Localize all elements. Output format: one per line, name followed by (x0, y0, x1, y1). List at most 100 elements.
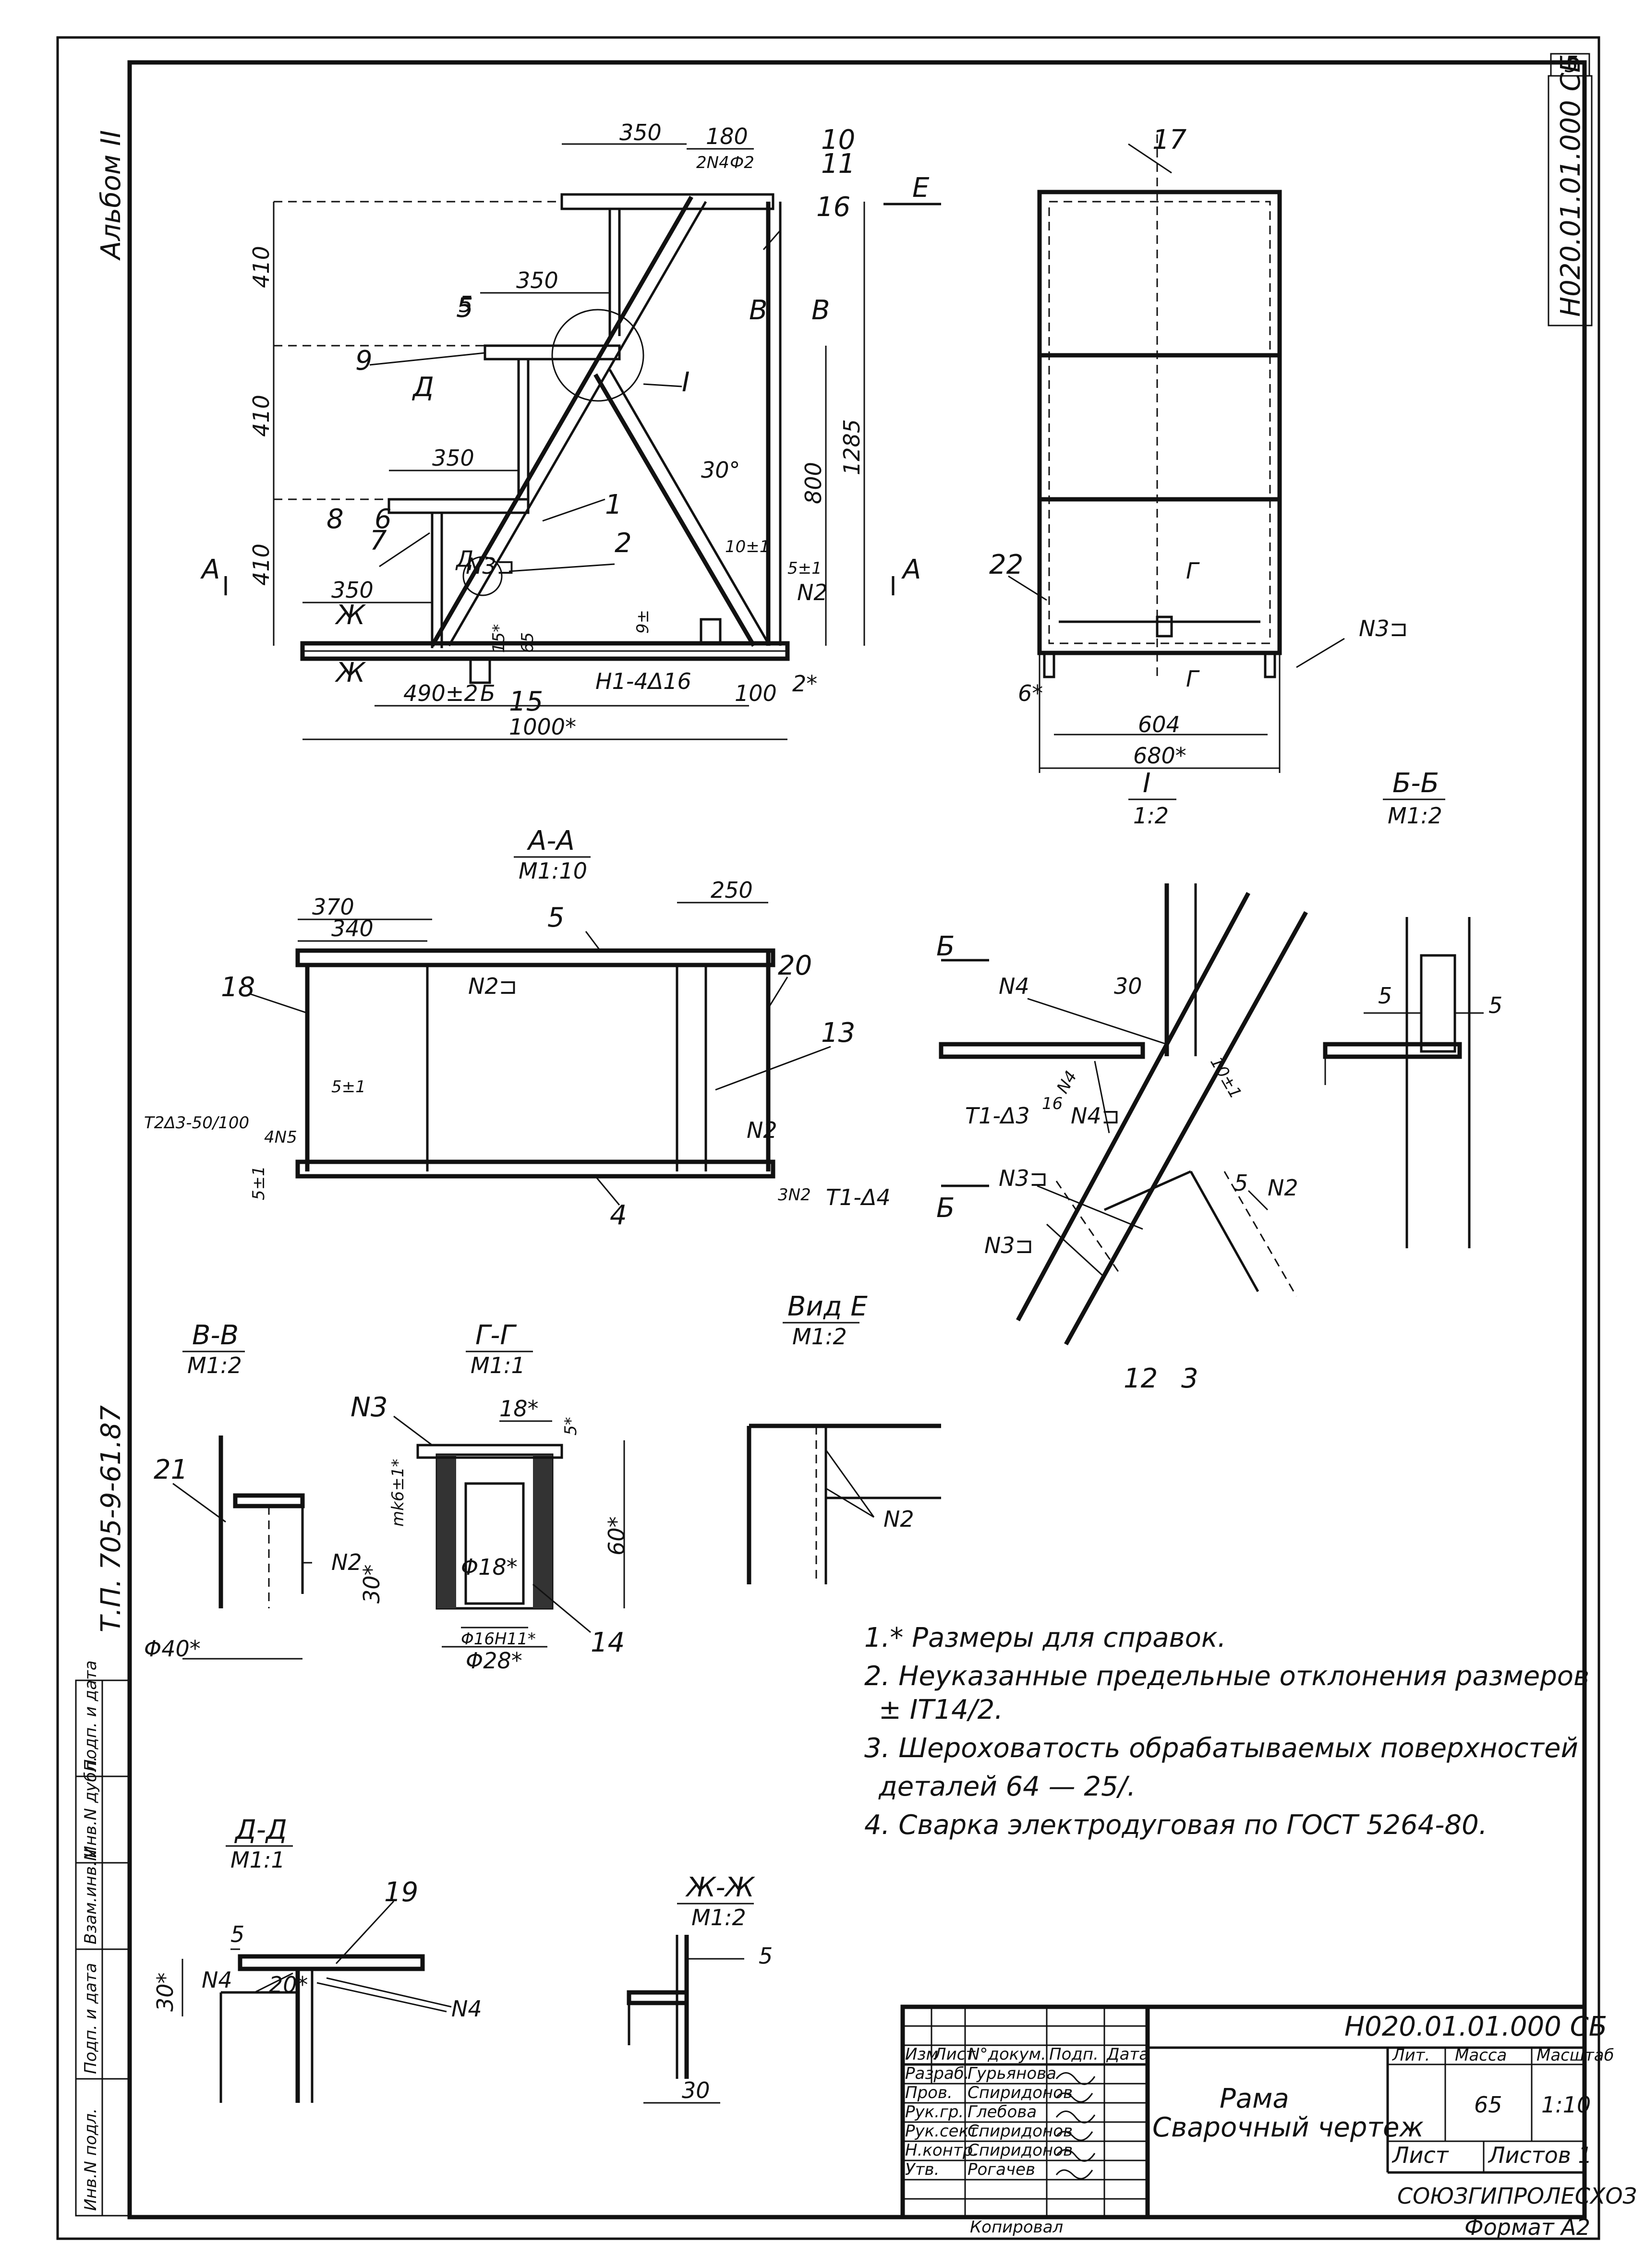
front-label-g-1: Г (1186, 558, 1200, 584)
label-i: I (682, 367, 690, 398)
i-dim-30: 30 (1114, 973, 1142, 999)
front-part-17: 17 (1152, 124, 1187, 156)
aa-part-13: 13 (821, 1017, 855, 1049)
gg-dim-mk6: mk6±1* (388, 1459, 408, 1527)
gg-dim-phi18: Φ18* (461, 1554, 518, 1580)
vv-part-21: 21 (154, 1454, 188, 1485)
i-dim-5: 5 (1234, 1170, 1248, 1196)
part-11: 11 (821, 148, 855, 180)
title-block: Н020.01.01.000 СБ Рама Сварочный чертеж … (900, 2004, 1637, 2220)
tb-role-5: Утв. (905, 2160, 939, 2179)
part-9: 9 (355, 345, 373, 376)
aa-weld-t2: T2Δ3-50/100 (144, 1113, 249, 1133)
tb-h-doc: N°докум. (968, 2045, 1046, 2064)
view-i-scale: 1:2 (1133, 803, 1169, 829)
dim-1285: 1285 (839, 419, 865, 475)
aa-part-18: 18 (221, 972, 255, 1003)
outer-frame (56, 36, 1600, 2240)
strip-label-1: Инв.N подл. (81, 2108, 100, 2211)
view-aa-title: А-А (527, 825, 575, 857)
main-view-parts: 1 2 5 6 7 8 9 10 11 15 16 (327, 124, 855, 717)
aa-dim-250: 250 (711, 877, 753, 903)
i-part-3: 3 (1181, 1363, 1198, 1394)
side-code-box (1548, 75, 1593, 326)
gg-dim-30: 30* (359, 1564, 385, 1604)
tb-name-0: Гурьянова (968, 2064, 1056, 2083)
view-e-scale: М1:2 (792, 1324, 847, 1350)
i-label-b-2: Б (936, 1193, 955, 1224)
aa-dim-5-1-b: 5±1 (249, 1166, 268, 1200)
weld-f2: Ф2 (730, 153, 754, 172)
dim-350-mid: 350 (516, 267, 558, 293)
dim-490: 490±2 (403, 680, 478, 706)
view-e-title: Вид Е (787, 1291, 868, 1322)
tb-mass-value: 65 (1474, 2092, 1502, 2118)
i-weld-n2: N2 (1268, 1175, 1298, 1201)
view-vv-title: В-В (192, 1320, 239, 1351)
part-6: 6 (375, 504, 392, 535)
dd-weld-n4-1: N4 (202, 1967, 232, 1993)
dim-180: 180 (706, 123, 748, 149)
front-dim-6: 6* (1018, 680, 1043, 706)
i-weld-n3-1: N3⊐ (999, 1165, 1048, 1191)
aa-weld-3n2: 3N2 (778, 1185, 811, 1205)
dim-5-1: 5±1 (787, 559, 822, 578)
tb-role-0: Разраб. (905, 2064, 969, 2083)
strip-label-2: Подп. и дата (81, 1963, 100, 2074)
aa-dim-340: 340 (331, 916, 374, 941)
gg-part-14: 14 (591, 1627, 625, 1658)
view-dd-title: Д-Д (234, 1814, 287, 1846)
tb-role-1: Пров. (905, 2083, 953, 2102)
note-3: 3. Шероховатость обрабатываемых поверхно… (864, 1733, 1578, 1764)
tb-h-izm: Изм (905, 2045, 938, 2064)
bb-dim-5-2: 5 (1488, 992, 1502, 1018)
dim-100: 100 (735, 680, 777, 706)
signature-2 (1055, 2111, 1096, 2123)
dim-2: 2* (792, 671, 817, 697)
i-part-16: 16 (1042, 1094, 1063, 1113)
i-weld-t1: T1-Δ3 (965, 1103, 1030, 1129)
part-5: 5 (456, 292, 473, 324)
part-7: 7 (370, 525, 387, 556)
vv-weld-n2: N2 (331, 1549, 362, 1575)
tb-name: Рама (1220, 2083, 1289, 2114)
section-aa: 370 340 250 5±1 5±1 4N5 5 18 20 13 4 N2⊐… (144, 877, 891, 1231)
inner-frame (127, 60, 1587, 2220)
part-15: 15 (509, 686, 543, 717)
main-view-welds: N3⊐ N2 H1-4Δ16 2N4 Ф2 (466, 153, 828, 694)
dim-65: 65 (518, 632, 537, 653)
dim-15: 15* (489, 624, 508, 653)
view-dd-scale: М1:1 (230, 1847, 285, 1873)
i-weld-n3-2: N3⊐ (984, 1232, 1033, 1258)
weld-n3: N3⊐ (466, 553, 515, 579)
label-b: Б (480, 680, 496, 706)
tb-role-2: Рук.гр. (905, 2102, 964, 2122)
i-part-12: 12 (1124, 1363, 1158, 1394)
tb-mass: Масса (1455, 2046, 1507, 2065)
label-d-2: Д (455, 546, 473, 572)
tb-org: СОЮЗГИПРОЛЕСХОЗ (1397, 2183, 1637, 2209)
i-weld-n4-bracket: N4⊐ (1071, 1103, 1120, 1129)
part-10: 10 (821, 124, 855, 156)
section-bb: 5 5 (1323, 917, 1502, 1248)
dim-410-top: 410 (248, 246, 274, 288)
note-1: 1.* Размеры для справок. (864, 1622, 1226, 1653)
view-bb-scale: М1:2 (1388, 803, 1442, 829)
dim-5: 5 (459, 291, 472, 317)
view-gg-scale: М1:1 (471, 1352, 525, 1378)
dim-1000: 1000* (509, 714, 576, 740)
dim-10: 10±1 (725, 537, 770, 556)
vv-dim-40: Φ40* (144, 1636, 201, 1662)
front-view: 17 22 604 680* 6* Г Г N3⊐ (989, 124, 1408, 773)
aa-part-4: 4 (610, 1200, 627, 1231)
view-bb-title: Б-Б (1392, 768, 1439, 799)
tp-code: Т.П. 705-9-61.87 (96, 1405, 127, 1632)
tb-role-4: Н.контр. (905, 2141, 978, 2160)
part-1: 1 (605, 489, 622, 520)
view-aa-scale: М1:10 (519, 858, 587, 884)
notes: 1.* Размеры для справок. 2. Неуказанные … (864, 1622, 1589, 1841)
gg-dim-60: 60* (604, 1516, 629, 1556)
tb-name-1: Спиридонов (968, 2083, 1073, 2102)
dim-350-base: 350 (331, 577, 374, 603)
dd-dim-20: 20* (269, 1972, 308, 1998)
